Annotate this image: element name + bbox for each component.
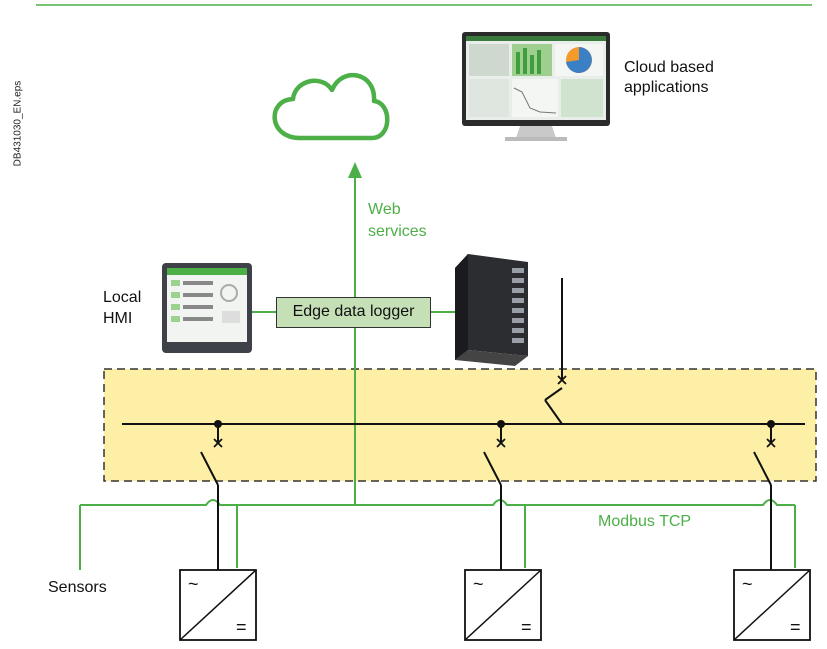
figure-id: DB431030_EN.eps	[12, 80, 24, 167]
dc-symbol: =	[236, 617, 247, 637]
dc-symbol: =	[521, 617, 532, 637]
converter-icon	[464, 569, 542, 641]
web-services-label-line2: services	[368, 223, 427, 240]
sensors-label: Sensors	[48, 579, 107, 596]
junction-dots	[214, 420, 775, 428]
breaker-marks	[213, 375, 776, 448]
web-services-label-line1: Web	[368, 201, 401, 218]
modbus-tcp-label: Modbus TCP	[598, 513, 692, 530]
server-icon	[455, 254, 528, 366]
arrow-head	[348, 162, 362, 178]
hmi-panel-icon	[162, 263, 252, 353]
local-hmi-label-line2: HMI	[103, 310, 133, 327]
cloud-apps-label-line1: Cloud based	[624, 59, 714, 76]
monitor-icon	[462, 32, 610, 141]
ac-symbol: ~	[188, 574, 199, 594]
ac-symbol: ~	[473, 574, 484, 594]
converter-icon	[179, 569, 257, 641]
cloud-apps-label-line2: applications	[624, 79, 709, 96]
electrical-lines	[122, 278, 805, 570]
cloud-icon	[272, 72, 390, 141]
network-bus	[80, 499, 795, 506]
converter-icon	[733, 569, 811, 641]
ac-symbol: ~	[742, 574, 753, 594]
local-hmi-label-line1: Local	[103, 289, 142, 306]
edge-data-logger-box: Edge data logger	[276, 297, 431, 328]
dc-symbol: =	[790, 617, 801, 637]
